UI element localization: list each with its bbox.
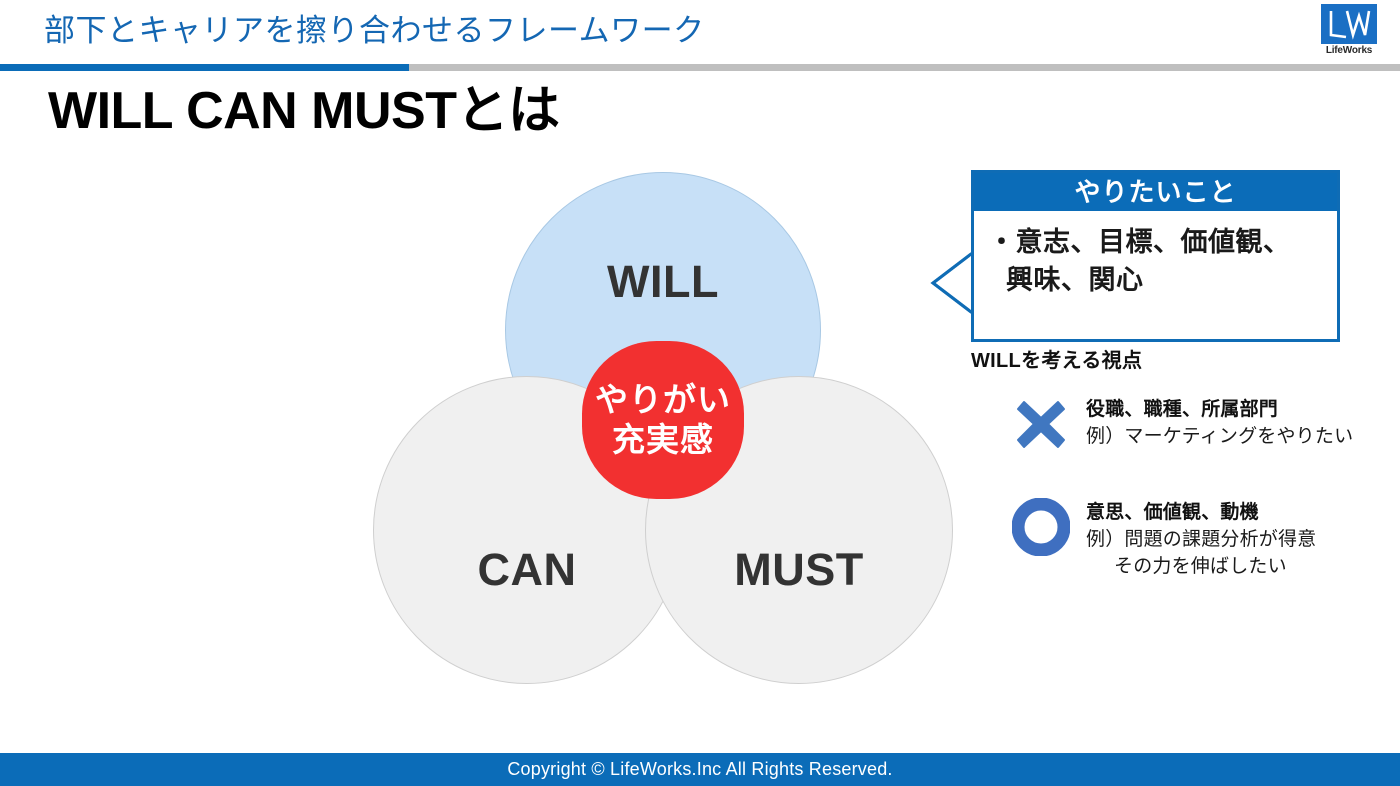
viewpoints-heading: WILLを考える視点 — [971, 350, 1143, 372]
logo-wordmark: LifeWorks — [1325, 45, 1373, 56]
header-rule-blue — [0, 64, 409, 71]
callout-box: やりたいこと ・意志、目標、価値観、 興味、関心 — [971, 170, 1340, 342]
venn-core-line-1: やりがい — [595, 381, 731, 418]
header-rule-gray — [0, 64, 1400, 71]
venn-core-line-2: 充実感 — [612, 421, 714, 458]
viewpoint-circle-title: 意思、価値観、動機 — [1086, 502, 1259, 523]
footer-copyright: Copyright © LifeWorks.Inc All Rights Res… — [0, 753, 1400, 786]
callout-body-line-1: ・意志、目標、価値観、 — [988, 227, 1291, 257]
page-title: WILL CAN MUSTとは — [48, 82, 560, 140]
callout-body-line-2: 興味、関心 — [1006, 265, 1144, 295]
callout-arrow-tail-icon — [930, 250, 976, 316]
header-eyebrow-text: 部下とキャリアを擦り合わせるフレームワーク — [44, 13, 705, 48]
viewpoint-cross-example-1: 例）マーケティングをやりたい — [1086, 426, 1354, 447]
cross-icon — [1017, 401, 1065, 448]
logo-mark-icon — [1321, 4, 1377, 44]
viewpoint-item-circle: 意思、価値観、動機 例）問題の課題分析が得意 その力を伸ばしたい — [1012, 498, 1316, 580]
venn-label-must: MUST — [734, 544, 864, 595]
viewpoint-circle-text: 意思、価値観、動機 例）問題の課題分析が得意 その力を伸ばしたい — [1086, 498, 1316, 580]
lifeworks-logo: LifeWorks — [1316, 4, 1382, 62]
will-can-must-venn-diagram: WILL CAN MUST やりがい 充実感 — [360, 160, 970, 700]
circle-icon — [1012, 498, 1070, 556]
venn-label-can: CAN — [477, 544, 577, 595]
yaritaikoto-callout: やりたいこと ・意志、目標、価値観、 興味、関心 — [930, 170, 1340, 342]
venn-core-overlap: やりがい 充実感 — [582, 341, 744, 499]
viewpoint-item-cross: 役職、職種、所属部門 例）マーケティングをやりたい — [1012, 395, 1353, 453]
viewpoint-cross-title: 役職、職種、所属部門 — [1086, 399, 1279, 420]
callout-heading: やりたいこと — [974, 173, 1337, 211]
callout-body: ・意志、目標、価値観、 興味、関心 — [974, 211, 1337, 299]
viewpoint-circle-example-1: 例）問題の課題分析が得意 — [1086, 529, 1317, 550]
viewpoint-cross-text: 役職、職種、所属部門 例）マーケティングをやりたい — [1086, 395, 1353, 450]
viewpoint-circle-example-2: その力を伸ばしたい — [1114, 556, 1287, 577]
venn-label-will: WILL — [607, 256, 719, 307]
